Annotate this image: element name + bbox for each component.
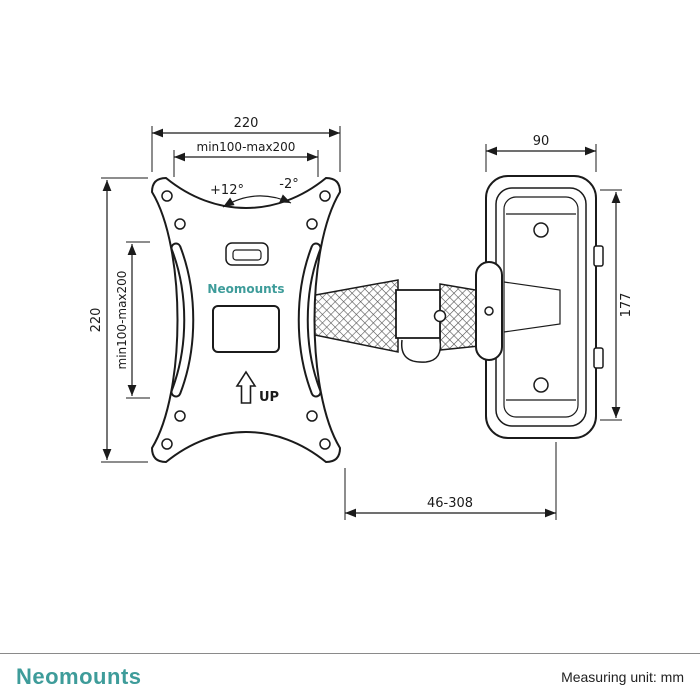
dim-bracket-height-label: 177 (619, 293, 634, 318)
brand-wordmark: Neomounts (16, 664, 142, 689)
plate-logo: Neomounts (207, 282, 284, 296)
bracket-side-tab-bottom (593, 347, 604, 369)
dim-width-inner-label: min100-max200 (197, 140, 296, 154)
bracket-side-tab-top (593, 245, 604, 267)
hinge-pin (484, 306, 494, 316)
dimensions: 220 min100-max200 220 min100-max200 90 1… (89, 116, 634, 520)
dim-width-outer-label: 220 (234, 116, 259, 131)
articulating-arm (309, 279, 500, 363)
plate-hole (174, 410, 186, 422)
dim-extension-label: 46-308 (427, 496, 473, 511)
bracket-inner-plate (503, 196, 579, 418)
plate-hole (174, 218, 186, 230)
bracket-top-screw-hole (533, 222, 549, 238)
plate-hole (306, 218, 318, 230)
plate-cam-lock (225, 242, 269, 266)
measuring-unit-note: Measuring unit: mm (561, 669, 684, 685)
vesa-plate: Neomounts UP +12° -2° (150, 176, 342, 464)
plate-slot-left-inner (172, 244, 193, 396)
bracket-hinge-housing (503, 281, 561, 333)
arm-lower-hook (400, 339, 442, 363)
arm-pivot-bolt (433, 309, 447, 323)
up-label: UP (259, 390, 279, 405)
arm-inner-segment (309, 279, 399, 353)
plate-slot-right-inner (299, 244, 320, 396)
bracket-hinge (475, 261, 503, 361)
plate-cam-lock-inner (232, 249, 262, 261)
rotation-arrow-icon (222, 194, 292, 208)
plate-hole (306, 410, 318, 422)
bracket-bottom-screw-hole (533, 377, 549, 393)
plate-hole (161, 190, 173, 202)
footer-bar: Neomounts Measuring unit: mm (0, 653, 700, 700)
plate-hole (161, 438, 173, 450)
dim-bracket-width-label: 90 (533, 134, 550, 149)
up-arrow-icon (235, 370, 257, 404)
dim-height-outer-label: 220 (89, 308, 104, 333)
arm-elbow-cover (395, 289, 441, 339)
plate-hole (319, 190, 331, 202)
dim-height-inner-label: min100-max200 (115, 271, 129, 370)
mount-diagram: Neomounts UP +12° -2° 220 min100-max200 … (89, 116, 634, 520)
plate-hole (319, 438, 331, 450)
tilt-up-label: +12° (210, 183, 244, 198)
tilt-down-label: -2° (279, 177, 298, 192)
plate-center-adapter (212, 305, 280, 353)
wall-bracket (485, 175, 604, 439)
